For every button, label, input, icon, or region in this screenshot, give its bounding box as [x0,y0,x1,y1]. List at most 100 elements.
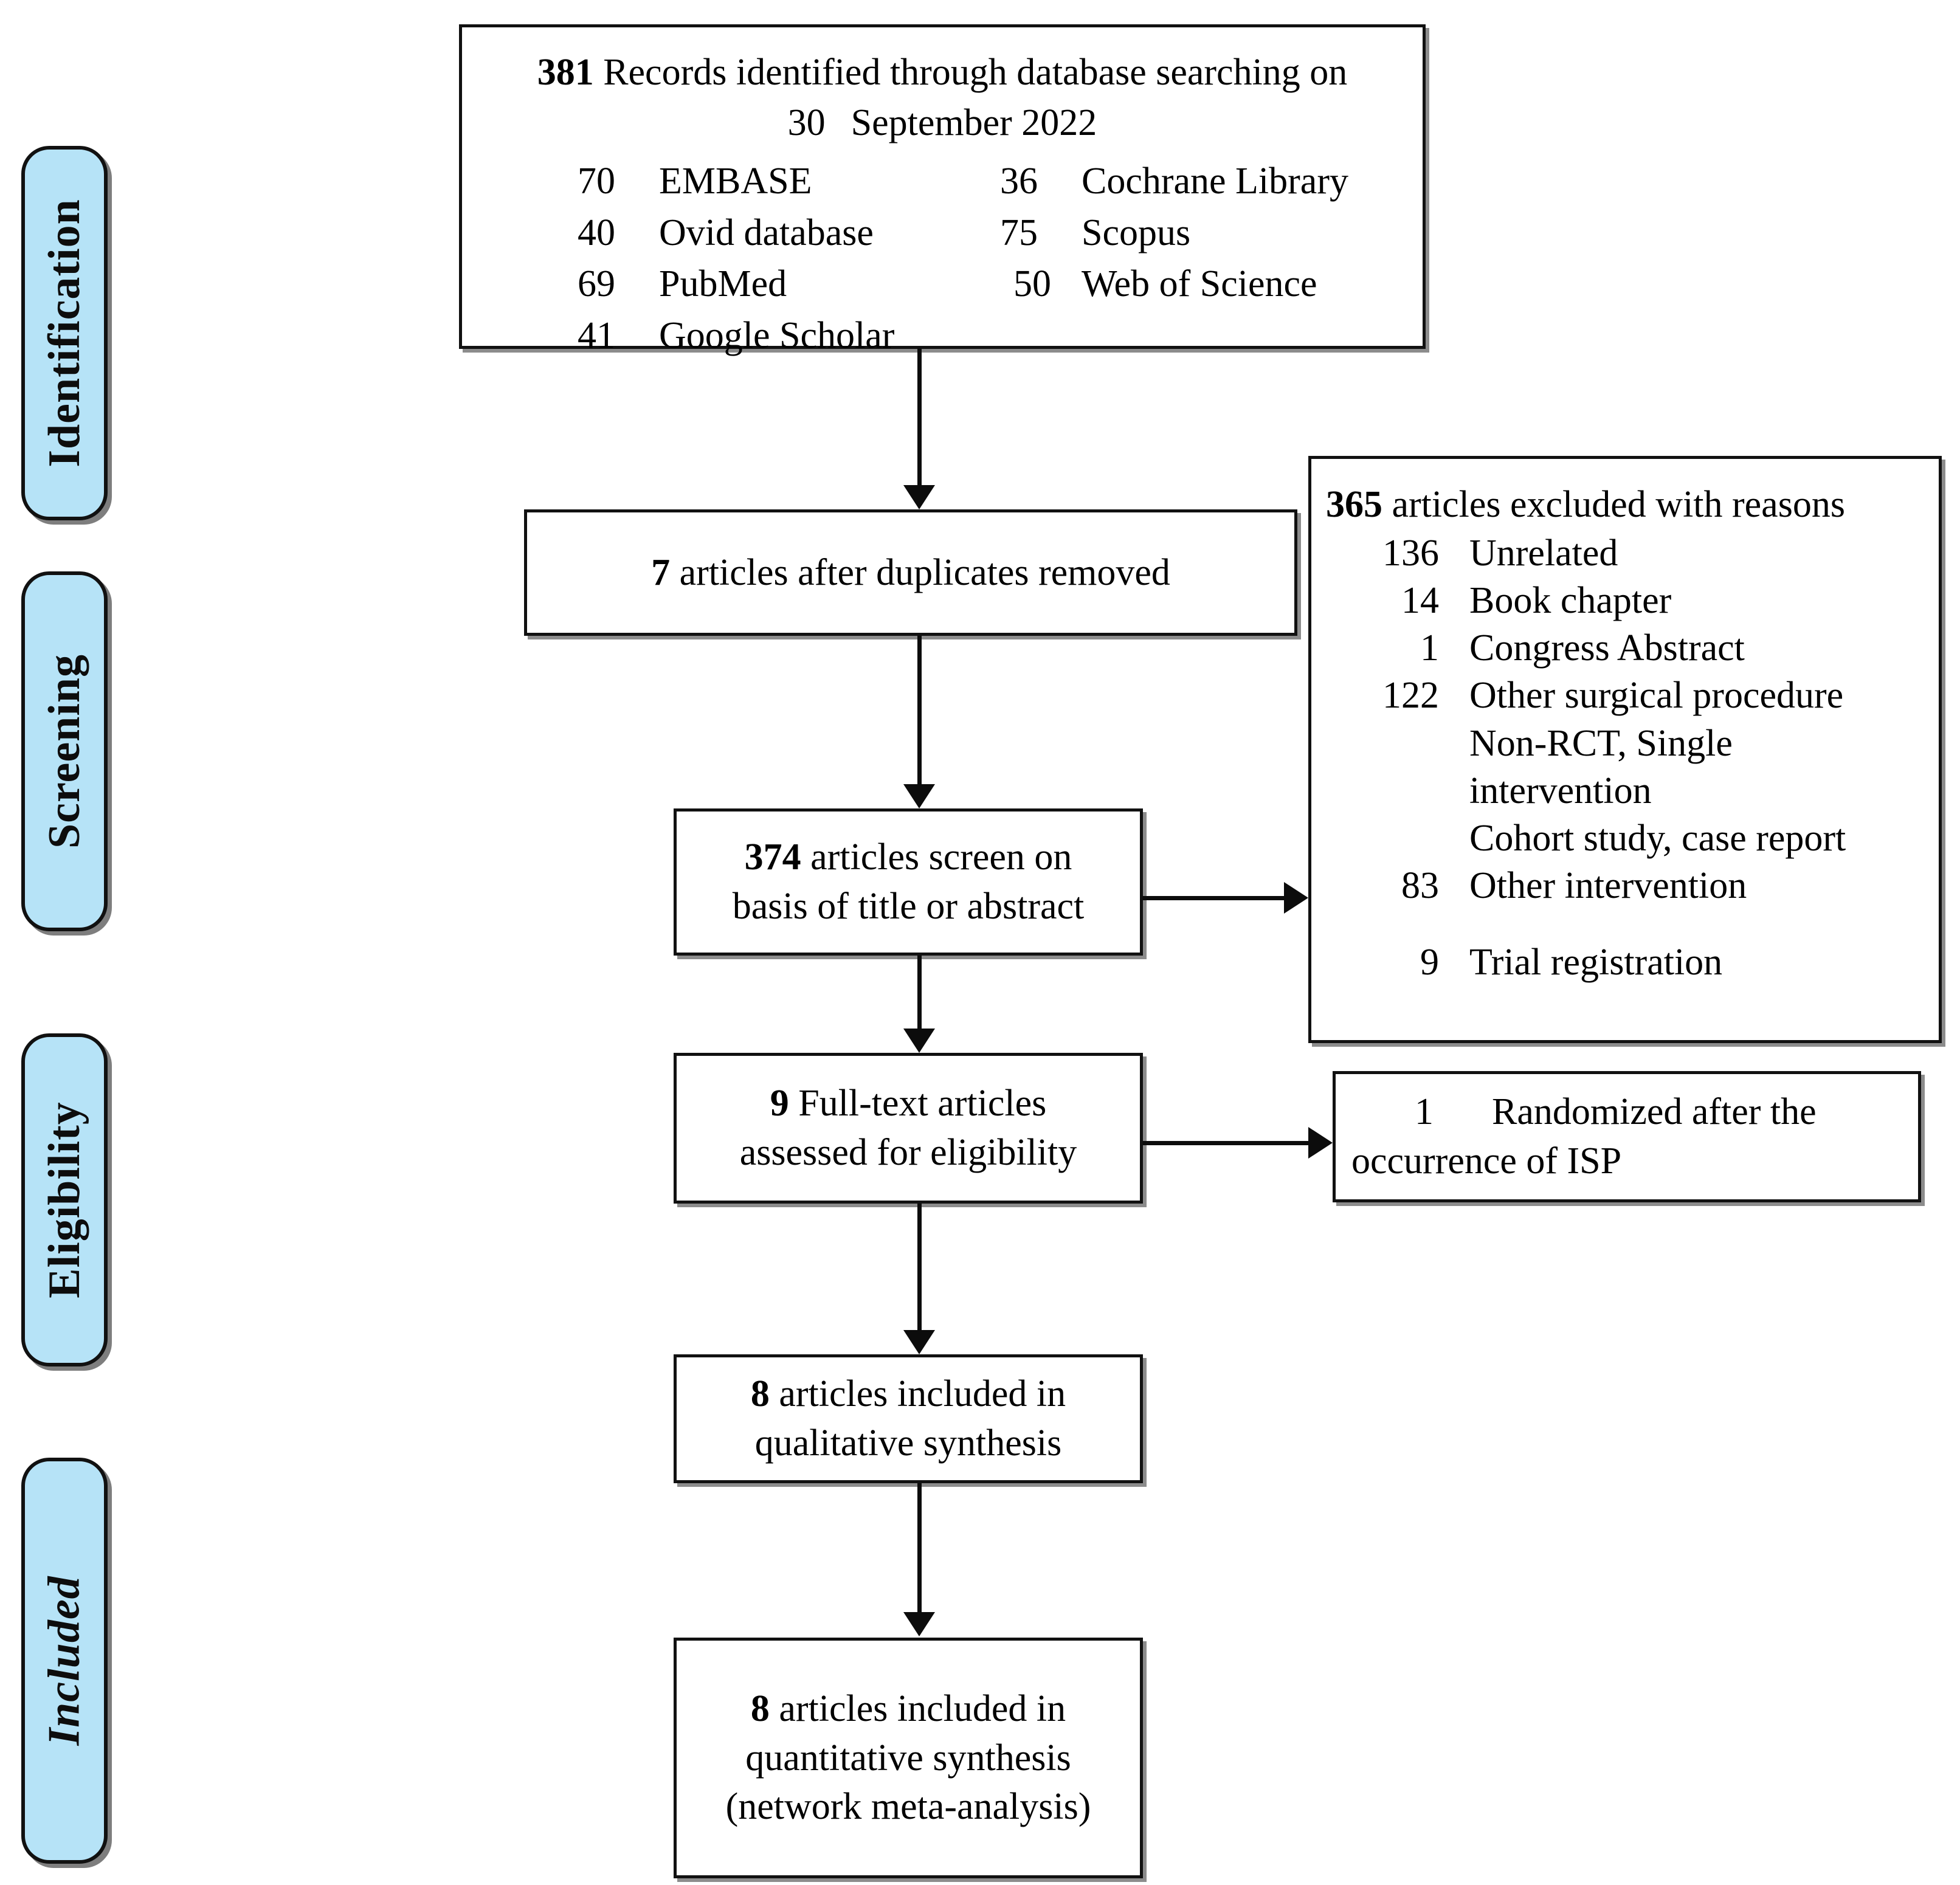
fulltext-line2: assessed for eligibility [739,1132,1077,1173]
identification-box: 381 Records identified through database … [459,24,1426,356]
arrowhead-qualitative-to-quantitative [903,1612,935,1636]
source-name: Google Scholar [659,314,895,356]
connector-identified-to-duplicates [917,349,922,488]
source-name: PubMed [659,263,787,305]
stage-pill-included: Included [21,1458,108,1864]
source-name: EMBASE [659,160,812,202]
source-count: 75 [1000,212,1038,253]
excluded-reason-row: Cohort study, case report [1311,815,1939,862]
source-count: 40 [578,212,615,253]
connector-fulltext-to-qualitative [917,1204,922,1332]
reason-text: Other surgical procedure [1469,675,1844,717]
source-count: 69 [578,263,615,305]
excluded-headline: 365 articles excluded with reasons [1311,481,1939,528]
excluded-reason-row: intervention [1311,767,1939,815]
source-count: 50 [1013,263,1051,305]
quantitative-count: 8 [750,1688,770,1730]
qualitative-line1: 8 articles included in [692,1370,1124,1419]
reason-text: Cohort study, case report [1469,817,1846,859]
reason-count: 83 [1401,864,1439,906]
screen-line2: basis of title or abstract [732,886,1085,927]
reason-text: Congress Abstract [1469,627,1745,669]
fulltext-count: 9 [770,1083,789,1125]
qualitative-box: 8 articles included in qualitative synth… [674,1354,1143,1483]
fulltext-line1: 9 Full-text articles [692,1079,1124,1128]
source-name: Web of Science [1082,263,1317,305]
quantitative-line3: (network meta-analysis) [725,1786,1091,1828]
isp-count: 1 [1415,1091,1434,1133]
connector-fulltext-to-isp [1143,1141,1313,1145]
isp-excluded-box: 1 Randomized after the occurrence of ISP [1333,1071,1921,1202]
excluded-reason-row: 14 Book chapter [1311,577,1939,624]
identification-date: 30 September 2022 [462,98,1423,148]
excluded-box: 365 articles excluded with reasons 136 U… [1308,456,1942,1043]
duplicates-label: articles after duplicates removed [670,551,1170,593]
identification-source-grid: 70 EMBASE 36 Cochrane Library 40 Ovid da… [462,157,1423,360]
reason-text: Unrelated [1469,532,1618,574]
quantitative-line1-text: articles included in [769,1688,1066,1730]
arrowhead-screened-to-excluded [1284,882,1308,914]
excluded-reason-list: 136 Unrelated 14 Book chapter 1 Congress… [1311,529,1939,986]
fulltext-line1-text: Full-text articles [788,1083,1047,1125]
qualitative-line2: qualitative synthesis [754,1422,1062,1464]
identification-date-number: 30 [787,102,826,143]
stage-pill-eligibility: Eligibility [21,1033,108,1366]
connector-screened-to-fulltext [917,956,922,1031]
screen-line1-text: articles screen on [801,836,1072,878]
connector-screened-to-excluded [1143,896,1289,900]
arrowhead-fulltext-to-isp [1308,1127,1333,1159]
arrowhead-screened-to-fulltext [903,1029,935,1053]
isp-line2: occurrence of ISP [1351,1140,1622,1182]
excluded-reason-row: Non-RCT, Single [1311,720,1939,767]
source-name: Scopus [1082,212,1191,253]
excluded-count: 365 [1326,484,1382,525]
connector-duplicates-to-screened [917,636,922,787]
excluded-reason-row: 122 Other surgical procedure [1311,672,1939,719]
arrowhead-identified-to-duplicates [903,485,935,509]
excluded-reason-row: 136 Unrelated [1311,529,1939,577]
fulltext-box: 9 Full-text articles assessed for eligib… [674,1053,1143,1204]
screen-line1: 374 articles screen on [692,833,1124,882]
excluded-reason-row: 83 Other intervention [1311,862,1939,909]
reason-text: Trial registration [1469,941,1723,983]
reason-count: 136 [1382,532,1439,574]
source-count: 41 [578,314,615,356]
stage-pill-identification: Identification [21,146,108,520]
arrowhead-duplicates-to-screened [903,784,935,808]
stage-label-eligibility: Eligibility [40,1101,90,1298]
stage-pill-screening: Screening [21,571,108,931]
identification-headline: 381 Records identified through database … [462,48,1423,97]
quantitative-line2: quantitative synthesis [745,1737,1071,1779]
reason-text: Non-RCT, Single [1469,722,1733,764]
reason-text: intervention [1469,770,1652,812]
screen-count: 374 [744,836,801,878]
source-name: Ovid database [659,212,874,253]
reason-count: 1 [1420,627,1439,669]
isp-line1-text: Randomized after the [1492,1091,1817,1133]
reason-count: 14 [1401,580,1439,622]
identification-date-text: September 2022 [851,102,1097,143]
duplicates-count: 7 [651,551,671,593]
source-count: 36 [1000,160,1038,202]
stage-label-screening: Screening [40,653,90,849]
duplicates-text: 7 articles after duplicates removed [551,548,1270,598]
duplicates-box: 7 articles after duplicates removed [524,509,1297,636]
source-name: Cochrane Library [1082,160,1348,202]
reason-count: 9 [1420,941,1439,983]
source-count: 70 [578,160,615,202]
reason-text: Book chapter [1469,580,1672,622]
excluded-headline-text: articles excluded with reasons [1382,484,1845,525]
stage-label-identification: Identification [40,199,89,467]
reason-text: Other intervention [1469,864,1747,906]
qualitative-line1-text: articles included in [769,1373,1066,1415]
reason-count: 122 [1382,675,1439,717]
qualitative-count: 8 [750,1373,770,1415]
isp-line1: 1 Randomized after the [1342,1087,1912,1137]
connector-qualitative-to-quantitative [917,1483,922,1614]
excluded-reason-row: 9 Trial registration [1311,939,1939,986]
quantitative-line1: 8 articles included in [690,1684,1127,1734]
screen-box: 374 articles screen on basis of title or… [674,808,1143,956]
quantitative-box: 8 articles included in quantitative synt… [674,1638,1143,1878]
excluded-reason-row: 1 Congress Abstract [1311,624,1939,672]
